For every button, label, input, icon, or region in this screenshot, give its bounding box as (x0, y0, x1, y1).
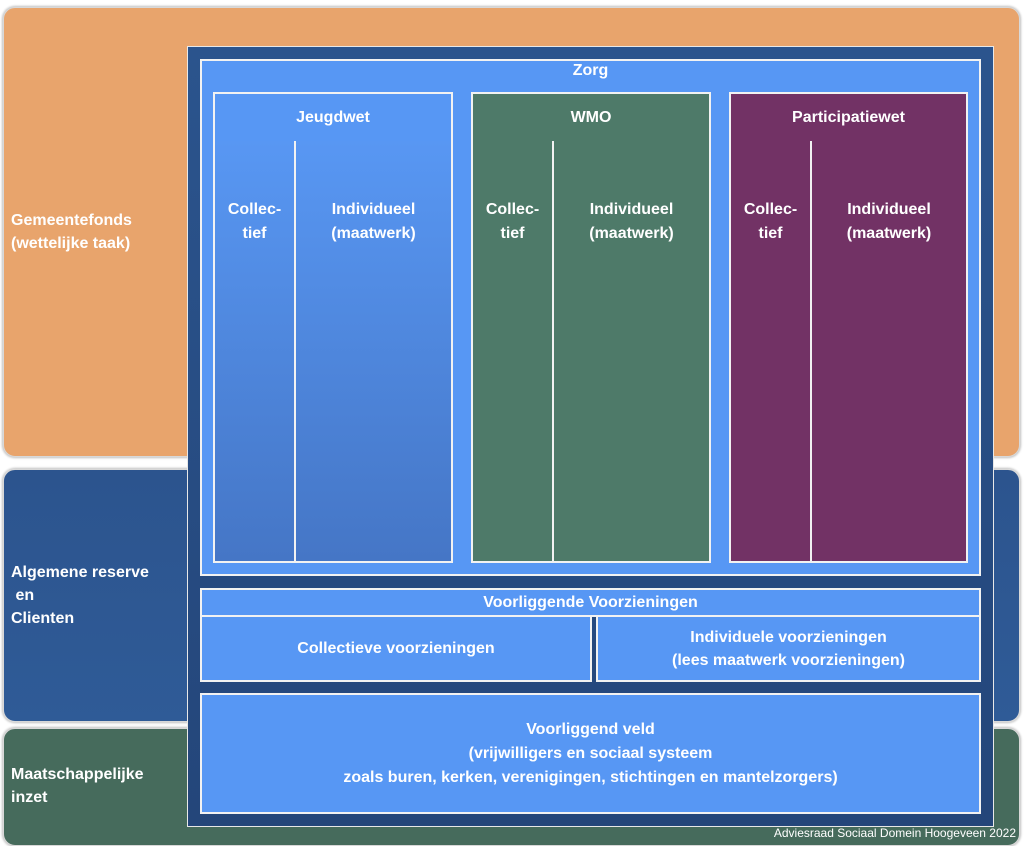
law-wmo: WMO Collec- tief Individueel (maatwerk) (471, 92, 711, 563)
law-header-participatiewet: Participatiewet (731, 94, 966, 143)
law-participatiewet: Participatiewet Collec- tief Individueel… (729, 92, 968, 563)
law-jeugdwet: Jeugdwet Collec- tief Individueel (maatw… (213, 92, 453, 563)
jeugdwet-individueel-label: Individueel (maatwerk) (331, 201, 416, 242)
participatiewet-individueel-column: Individueel (maatwerk) (812, 141, 966, 561)
wmo-collectief-column: Collec- tief (473, 141, 554, 561)
individuele-voorzieningen-box: Individuele voorzieningen (lees maatwerk… (596, 615, 981, 682)
wmo-individueel-label: Individueel (maatwerk) (589, 201, 674, 242)
participatiewet-individueel-label: Individueel (maatwerk) (846, 201, 932, 242)
jeugdwet-individueel-column: Individueel (maatwerk) (296, 141, 451, 561)
voorzieningen-header: Voorliggende Voorzieningen (200, 588, 981, 617)
footer-credit: Adviesraad Sociaal Domein Hoogeveen 2022 (773, 826, 1016, 840)
wmo-collectief-label: Collec- tief (485, 201, 540, 242)
jeugdwet-collectief-column: Collec- tief (215, 141, 296, 561)
zorg-title: Zorg (572, 62, 609, 79)
collectieve-voorzieningen-box: Collectieve voorzieningen (200, 615, 592, 682)
law-header-jeugdwet: Jeugdwet (215, 94, 451, 143)
participatiewet-collectief-column: Collec- tief (731, 141, 812, 561)
maatschappelijke-inzet-label: Maatschappelijke inzet (11, 766, 144, 806)
jeugdwet-collectief-label: Collec- tief (227, 201, 282, 242)
law-header-wmo: WMO (473, 94, 709, 143)
participatiewet-collectief-label: Collec- tief (743, 201, 798, 242)
wmo-individueel-column: Individueel (maatwerk) (554, 141, 709, 561)
voorliggend-veld-box: Voorliggend veld (vrijwilligers en socia… (200, 693, 981, 814)
algemene-reserve-label: Algemene reserve en Clienten (11, 564, 149, 627)
gemeentefonds-label: Gemeentefonds (wettelijke taak) (11, 212, 132, 252)
